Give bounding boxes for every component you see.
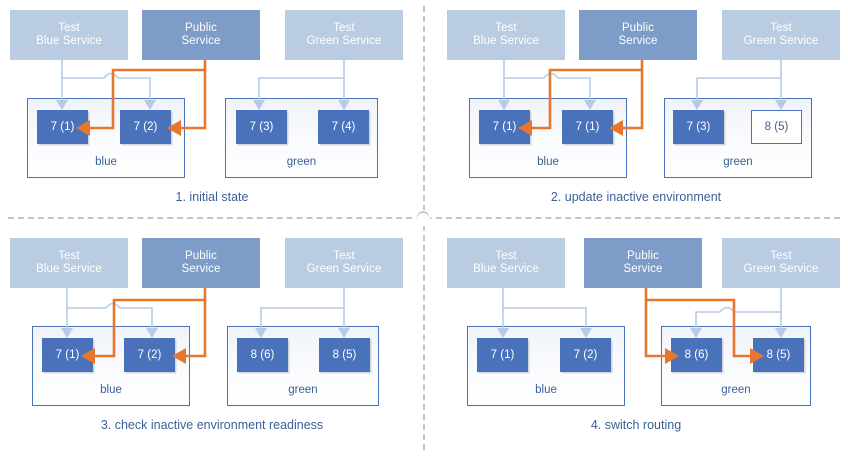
panel-caption: 3. check inactive environment readiness — [100, 418, 324, 432]
arrowhead-test-blue-1 — [498, 100, 510, 110]
panel-3: Test Blue Service Public Service Test Gr… — [0, 228, 424, 456]
environment-label-blue: blue — [537, 156, 559, 168]
service-public[interactable]: Public Service — [142, 238, 260, 288]
instance-box[interactable]: 7 (1) — [479, 110, 530, 144]
wire-test-blue-branch — [66, 288, 106, 309]
instance-box[interactable]: 7 (1) — [562, 110, 613, 144]
service-test-green[interactable]: Test Green Service — [285, 238, 403, 288]
wire-test-blue-to-instance-2 — [120, 307, 153, 328]
wire-jump-arc — [103, 72, 119, 79]
wire-test-blue-branch — [61, 60, 104, 79]
connectors-panel-1 — [56, 60, 350, 136]
wire-test-blue-branch — [503, 60, 544, 79]
panel-caption: 4. switch routing — [590, 418, 682, 432]
environment-label-green: green — [286, 156, 317, 168]
instance-box[interactable]: 8 (5) — [319, 338, 370, 372]
wire-jump-arc — [719, 306, 735, 313]
connectors-panel-3 — [61, 288, 350, 364]
service-test-blue[interactable]: Test Blue Service — [447, 10, 565, 60]
vertical-divider — [423, 6, 425, 450]
service-public[interactable]: Public Service — [142, 10, 260, 60]
arrowhead-public-1 — [665, 348, 679, 364]
wire-public-to-blue-2 — [622, 70, 644, 130]
instance-box[interactable]: 7 (3) — [673, 110, 724, 144]
environment-label-green: green — [721, 384, 751, 396]
arrowhead-public-2 — [167, 120, 181, 136]
wire-test-blue-to-instance-2 — [118, 77, 151, 100]
arrowhead-test-green-1 — [691, 100, 703, 110]
divider-crossing-arc — [416, 211, 430, 221]
environment-label-green: green — [723, 156, 753, 168]
wire-public-to-blue-1 — [531, 60, 644, 130]
wire-public-to-blue-2 — [180, 70, 207, 130]
arrowhead-test-blue-2 — [146, 328, 158, 338]
service-test-blue[interactable]: Test Blue Service — [10, 10, 128, 60]
wire-test-green-branch — [260, 288, 345, 328]
wire-public-to-green-1 — [644, 300, 666, 358]
wire-public-to-blue-2 — [185, 300, 207, 358]
service-test-green[interactable]: Test Green Service — [722, 10, 840, 60]
panel-1: Test Blue Service Public Service Test Gr… — [0, 0, 424, 228]
service-test-green[interactable]: Test Green Service — [285, 10, 403, 60]
wire-public-to-green-2 — [644, 288, 751, 358]
arrowhead-test-green-1 — [253, 100, 265, 110]
arrowhead-public-2 — [172, 348, 186, 364]
arrowhead-test-blue-1 — [497, 328, 509, 338]
instance-box[interactable]: 8 (5) — [751, 110, 802, 144]
arrowhead-test-green-2 — [775, 100, 787, 110]
panel-caption: 1. initial state — [175, 190, 249, 204]
arrowhead-test-blue-1 — [61, 328, 73, 338]
arrowhead-test-blue-2 — [584, 100, 596, 110]
service-public[interactable]: Public Service — [584, 238, 702, 288]
arrowhead-public-2 — [750, 348, 764, 364]
wire-public-to-blue-1 — [89, 60, 207, 130]
instance-box[interactable]: 7 (3) — [236, 110, 287, 144]
environment-label-green: green — [288, 384, 318, 396]
service-public[interactable]: Public Service — [579, 10, 697, 60]
wire-test-green-branch — [734, 288, 782, 313]
instance-box[interactable]: 7 (4) — [318, 110, 369, 144]
arrowhead-test-green-2 — [338, 328, 350, 338]
instance-box[interactable]: 7 (2) — [124, 338, 175, 372]
arrowhead-test-green-2 — [338, 100, 350, 110]
service-test-blue[interactable]: Test Blue Service — [10, 238, 128, 288]
panel-caption: 2. update inactive environment — [550, 190, 722, 204]
arrowhead-test-blue-2 — [144, 100, 156, 110]
wire-public-to-blue-1 — [94, 288, 207, 358]
environment-label-blue: blue — [535, 384, 557, 396]
arrowhead-test-green-1 — [255, 328, 267, 338]
wire-test-green-branch — [696, 60, 782, 100]
arrowhead-test-green-1 — [690, 328, 702, 338]
instance-box[interactable]: 7 (2) — [120, 110, 171, 144]
arrowhead-public-1 — [76, 120, 90, 136]
arrowhead-test-blue-1 — [56, 100, 68, 110]
environment-label-blue: blue — [100, 384, 122, 396]
instance-box[interactable]: 8 (6) — [237, 338, 288, 372]
wire-test-green-branch — [258, 60, 345, 100]
panel-4: Test Blue Service Public Service Test Gr… — [424, 228, 848, 456]
service-test-blue[interactable]: Test Blue Service — [447, 238, 565, 288]
instance-box[interactable]: 7 (1) — [477, 338, 528, 372]
panel-2: Test Blue Service Public Service Test Gr… — [424, 0, 848, 228]
arrowhead-test-green-2 — [775, 328, 787, 338]
arrowhead-public-1 — [518, 120, 532, 136]
wire-test-blue-to-instance-2 — [558, 77, 591, 100]
arrowhead-public-1 — [81, 348, 95, 364]
connectors-panel-2 — [498, 60, 787, 136]
wire-test-blue-branch — [502, 288, 587, 328]
wire-test-green-to-instance-1 — [695, 311, 720, 328]
arrowhead-test-blue-2 — [580, 328, 592, 338]
arrowhead-public-2 — [609, 120, 623, 136]
instance-box[interactable]: 8 (6) — [671, 338, 722, 372]
environment-label-blue: blue — [95, 156, 117, 168]
connectors-panel-4 — [497, 288, 787, 364]
service-test-green[interactable]: Test Green Service — [722, 238, 840, 288]
instance-box[interactable]: 7 (2) — [560, 338, 611, 372]
